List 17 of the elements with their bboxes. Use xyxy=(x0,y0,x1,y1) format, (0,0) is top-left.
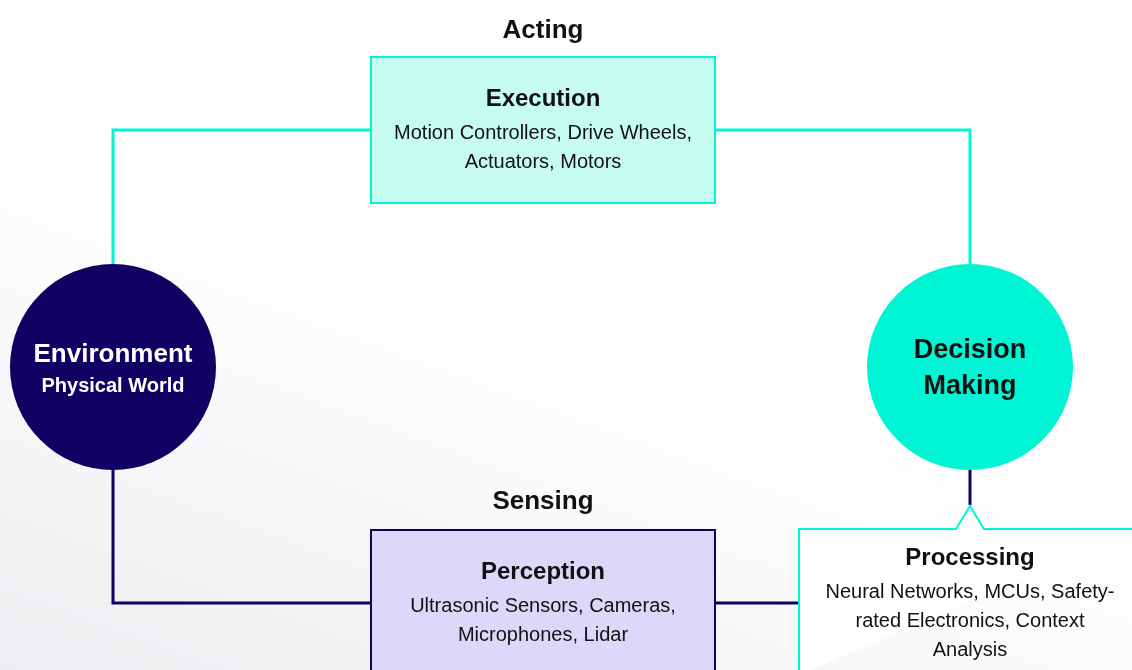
connector-line xyxy=(716,128,972,264)
box-title: Processing xyxy=(904,543,1036,571)
connector-line xyxy=(968,470,972,505)
box-description: Ultrasonic Sensors, Cameras, Microphones, Lidar xyxy=(409,593,677,647)
stage-heading: Sensing xyxy=(492,485,594,516)
box-title: Perception xyxy=(481,557,605,585)
box-description: Neural Networks, MCUs, Safety-rated Electronics, Context Analysis xyxy=(824,579,1116,662)
stage-heading: Acting xyxy=(502,14,584,45)
circle-subtitle: Physical World xyxy=(41,372,185,398)
circle-title: Decision Making xyxy=(912,332,1028,402)
box-description: Motion Controllers, Drive Wheels, Actuators, Motors xyxy=(393,120,693,174)
box-title: Execution xyxy=(485,84,601,112)
connector-line xyxy=(111,470,370,605)
connector-line xyxy=(716,601,798,605)
callout-box xyxy=(798,505,1132,670)
circle-title: Environment xyxy=(33,337,193,371)
connector-line xyxy=(111,128,370,264)
